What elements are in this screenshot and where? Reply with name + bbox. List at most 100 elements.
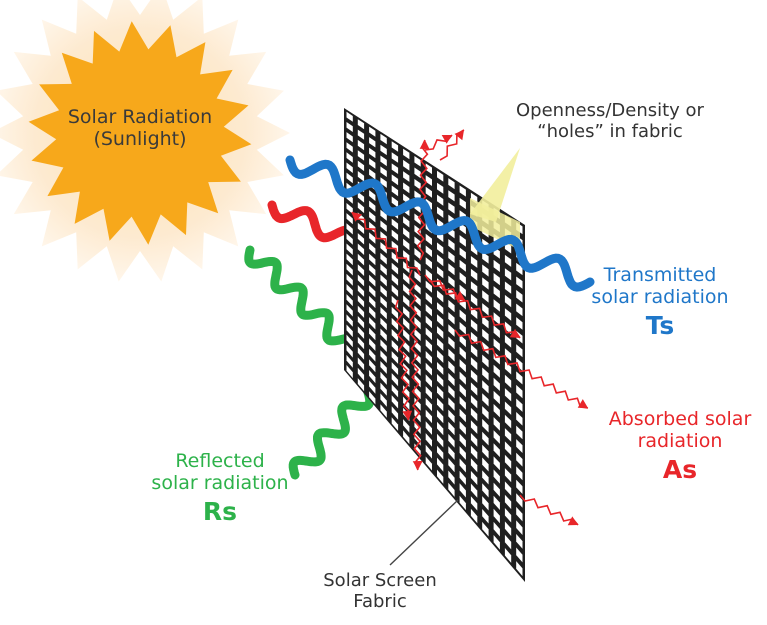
screen-hole — [448, 446, 455, 460]
screen-hole — [346, 152, 353, 163]
screen-hole — [516, 303, 523, 317]
screen-hole — [357, 243, 365, 255]
fabric-pointer-line — [389, 499, 459, 566]
screen-hole — [470, 331, 478, 345]
screen-hole — [482, 418, 489, 433]
screen-hole — [391, 373, 399, 387]
screen-hole — [357, 264, 365, 276]
screen-hole — [448, 275, 455, 288]
absorbed-arrow-head — [441, 135, 452, 144]
screen-hole — [470, 382, 478, 396]
screen-hole — [425, 233, 432, 246]
screen-hole — [504, 388, 512, 402]
absorbed-arrow-head — [567, 516, 578, 526]
screen-hole — [482, 521, 489, 537]
transmitted-label-line2: solar radiation — [591, 286, 729, 309]
screen-hole — [516, 412, 523, 426]
screen-hole — [493, 482, 500, 497]
fabric-label-line2: Fabric — [353, 591, 407, 613]
screen-hole — [459, 433, 466, 448]
screen-hole — [459, 495, 466, 511]
screen-hole — [346, 132, 353, 143]
screen-hole — [346, 243, 353, 255]
screen-hole — [437, 421, 444, 436]
absorbed-arrow — [454, 329, 589, 409]
screen-hole — [516, 384, 523, 399]
screen-hole — [403, 283, 410, 296]
screen-hole — [470, 319, 478, 332]
screen-hole — [437, 206, 444, 218]
openness-pointer — [470, 148, 520, 222]
screen-hole — [448, 299, 455, 313]
screen-hole — [516, 466, 523, 481]
screen-hole — [414, 213, 421, 225]
sun-icon — [0, 0, 290, 282]
screen-hole — [437, 338, 444, 351]
screen-hole — [493, 273, 500, 286]
screen-hole — [459, 346, 466, 360]
openness-label-line2: “holes” in fabric — [537, 121, 683, 143]
screen-hole — [437, 362, 444, 375]
screen-hole — [391, 218, 399, 230]
screen-hole — [437, 469, 444, 484]
screen-hole — [470, 433, 478, 447]
screen-hole — [459, 309, 466, 322]
screen-hole — [470, 344, 478, 358]
screen-hole — [504, 428, 512, 442]
screen-hole — [425, 456, 432, 471]
screen-hole — [346, 213, 353, 225]
screen-hole — [425, 421, 432, 435]
screen-hole — [414, 248, 421, 260]
screen-hole — [425, 374, 432, 388]
screen-hole — [516, 479, 523, 494]
screen-hole — [437, 242, 444, 255]
screen-hole — [516, 520, 523, 535]
screen-hole — [391, 262, 399, 275]
screen-hole — [504, 281, 512, 294]
screen-hole — [346, 253, 353, 266]
absorbed-arrow-head — [577, 399, 588, 408]
transmitted-symbol: Ts — [645, 310, 675, 340]
screen-hole — [346, 233, 353, 245]
absorbed-arrow-head — [412, 460, 423, 470]
screen-hole — [459, 272, 466, 285]
screen-hole — [357, 326, 365, 339]
screen-hole — [425, 409, 432, 424]
screen-hole — [504, 268, 512, 281]
screen-hole — [504, 361, 512, 375]
screen-hole — [369, 338, 376, 351]
sun-label-line2: (Sunlight) — [93, 128, 187, 151]
screen-hole — [459, 384, 466, 398]
screen-hole — [425, 444, 432, 459]
screen-hole — [493, 508, 500, 524]
screen-hole — [493, 325, 500, 339]
screen-hole — [391, 251, 399, 264]
screen-hole — [403, 238, 410, 251]
absorbed-label: Absorbed solar radiation As — [590, 408, 767, 484]
screen-hole — [425, 433, 432, 447]
screen-hole — [459, 235, 466, 247]
screen-hole — [437, 350, 444, 363]
screen-hole — [504, 294, 512, 308]
screen-hole — [346, 263, 353, 276]
screen-hole — [482, 367, 489, 381]
absorbed-label-line2: radiation — [637, 430, 723, 453]
mesh-screen-icon — [344, 108, 525, 582]
screen-hole — [403, 295, 410, 308]
screen-hole — [403, 430, 410, 445]
reflected-symbol: Rs — [202, 496, 238, 526]
screen-hole — [482, 341, 489, 355]
screen-hole — [391, 317, 399, 331]
screen-hole — [448, 178, 455, 190]
screen-hole — [482, 316, 489, 329]
sun-core — [28, 21, 252, 245]
screen-hole — [437, 182, 444, 194]
screen-hole — [357, 139, 365, 151]
screen-hole — [357, 171, 365, 182]
screen-hole — [369, 158, 376, 169]
screen-hole — [493, 535, 500, 550]
screen-hole — [493, 364, 500, 378]
screen-hole — [459, 396, 466, 410]
screen-hole — [470, 281, 478, 294]
